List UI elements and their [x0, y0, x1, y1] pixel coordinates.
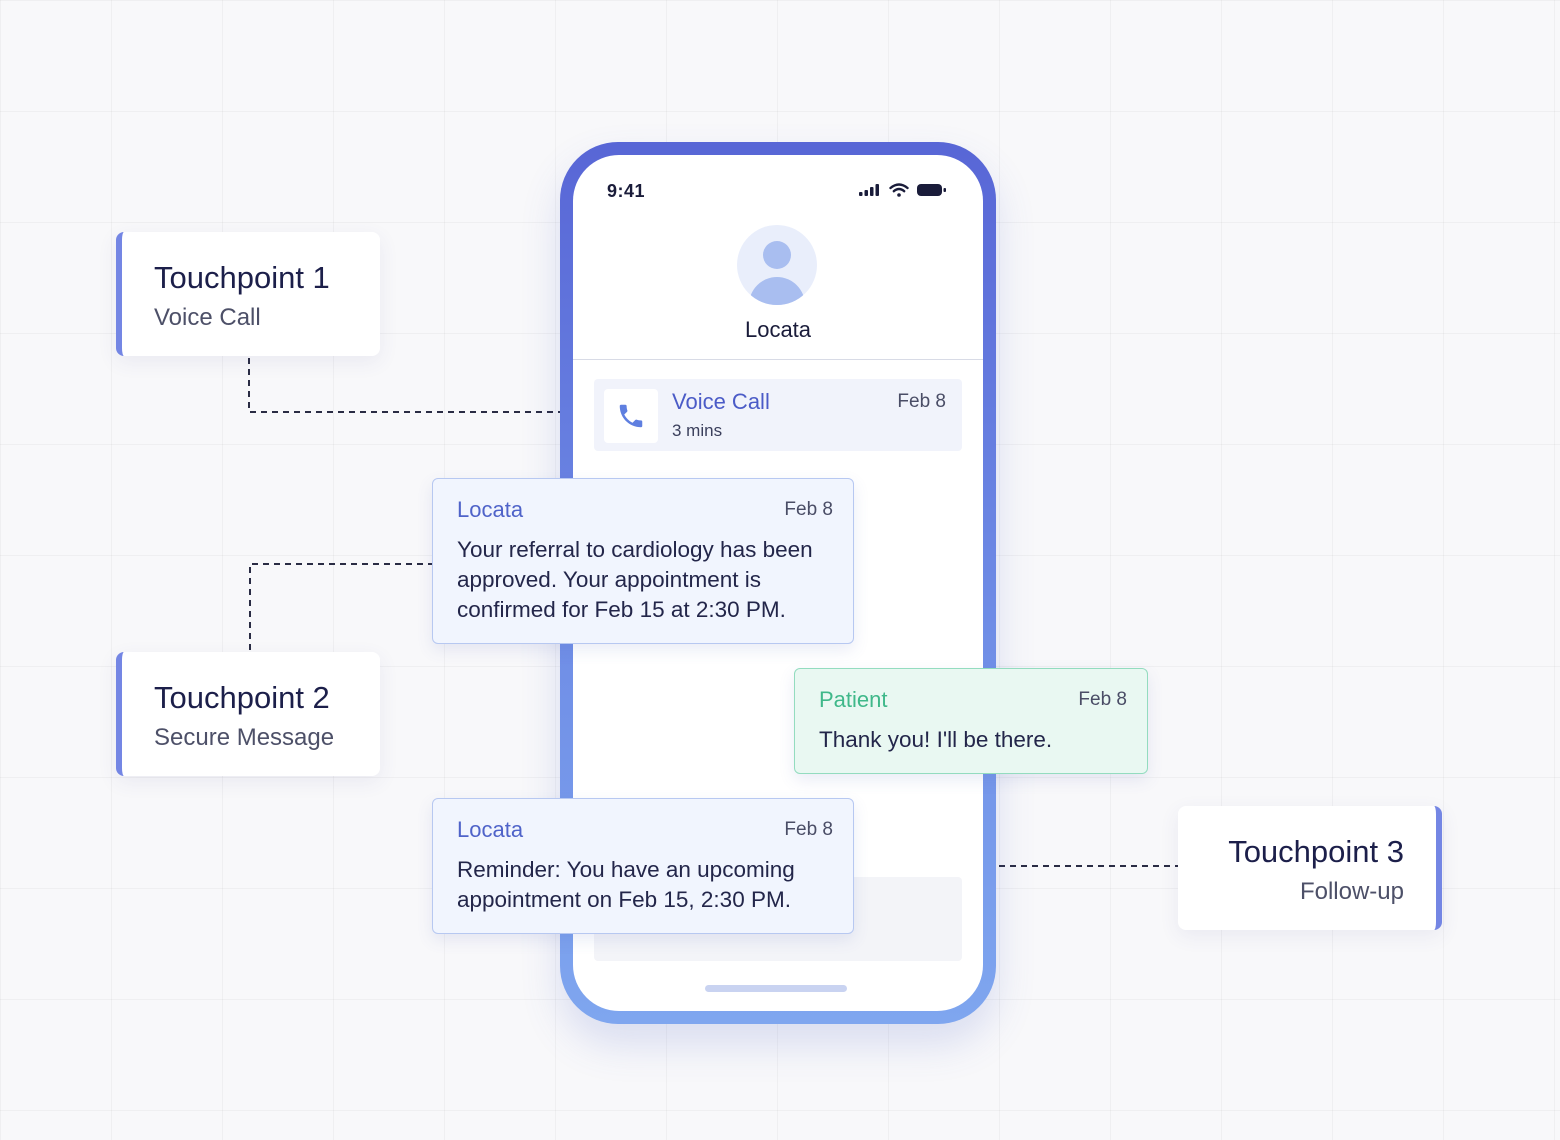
contact-name: Locata [744, 317, 812, 342]
header-divider [573, 359, 983, 360]
message-text: Thank you! I'll be there. [819, 727, 1053, 752]
wifi-icon [889, 183, 909, 197]
message-date: Feb 8 [1078, 689, 1127, 710]
touchpoint-card-2: Touchpoint 2 Secure Message [116, 652, 380, 776]
message-bubble-locata[interactable]: Locata Feb 8 Your referral to cardiology… [432, 478, 854, 644]
message-text: Your referral to cardiology has been app… [457, 537, 813, 622]
touchpoint-title: Touchpoint 2 [154, 680, 330, 715]
touchpoint-title: Touchpoint 3 [1228, 834, 1404, 869]
battery-icon [917, 184, 946, 196]
message-text: Reminder: You have an upcoming appointme… [457, 857, 795, 912]
message-sender: Locata [457, 497, 524, 522]
message-date: Feb 8 [784, 819, 833, 840]
message-bubble-reminder[interactable]: Locata Feb 8 Reminder: You have an upcom… [432, 798, 854, 934]
message-date: Feb 8 [784, 499, 833, 520]
avatar-icon [737, 225, 817, 305]
touchpoint-subtitle: Voice Call [154, 304, 261, 331]
touchpoint-title: Touchpoint 1 [154, 260, 330, 295]
home-indicator [705, 985, 847, 992]
call-date: Feb 8 [897, 391, 946, 412]
signal-icon [859, 184, 879, 196]
touchpoint-subtitle: Follow-up [1299, 878, 1404, 905]
call-title: Voice Call [672, 389, 770, 414]
message-sender: Locata [457, 817, 524, 842]
phone-icon [619, 404, 643, 428]
connector-touchpoint-2 [249, 563, 432, 650]
status-icons [859, 183, 947, 197]
touchpoint-card-3: Touchpoint 3 Follow-up [1178, 806, 1442, 930]
message-bubble-patient[interactable]: Patient Feb 8 Thank you! I'll be there. [794, 668, 1148, 774]
message-sender: Patient [819, 687, 888, 712]
touchpoint-card-1: Touchpoint 1 Voice Call [116, 232, 380, 356]
call-icon-box [604, 389, 658, 443]
call-duration: 3 mins [672, 421, 723, 440]
connector-touchpoint-1 [248, 358, 596, 413]
status-time: 9:41 [607, 181, 646, 201]
touchpoint-subtitle: Secure Message [154, 724, 335, 751]
voice-call-entry[interactable]: Voice Call 3 mins Feb 8 [594, 379, 962, 451]
